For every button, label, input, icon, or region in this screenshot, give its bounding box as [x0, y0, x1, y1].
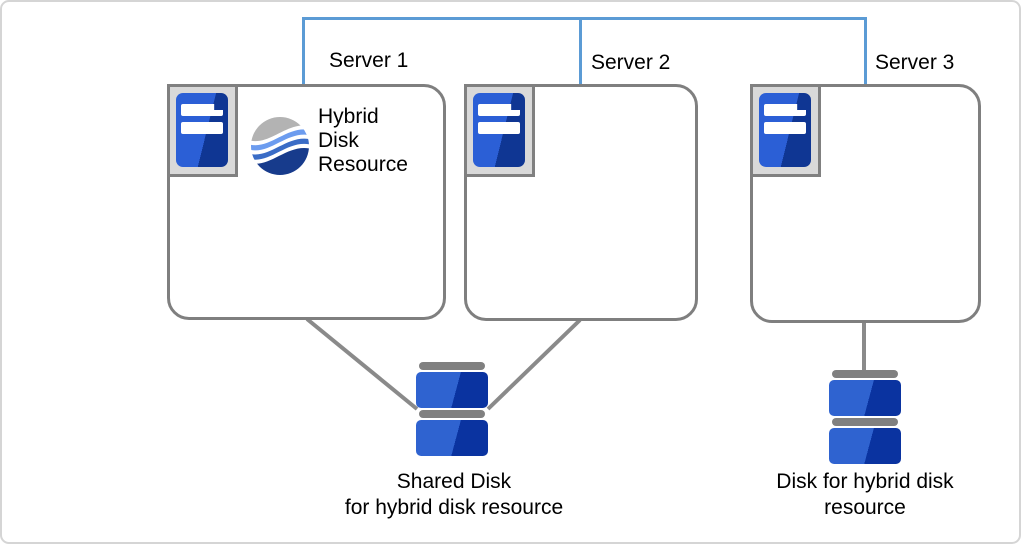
- hybrid-disk-icon: [829, 370, 901, 466]
- server3-tower-icon: [750, 84, 821, 177]
- hybrid-disk-caption-line1: Disk for hybrid disk: [776, 470, 954, 493]
- shared-disk-icon: [416, 362, 488, 458]
- disk-cap: [832, 370, 898, 378]
- server3-label: Server 3: [875, 51, 955, 74]
- tower-slot-icon: [181, 122, 223, 134]
- hybrid-disk-caption: Disk for hybrid disk resource: [776, 469, 953, 521]
- server-tower: [176, 93, 228, 167]
- hybrid-label-line3: Resource: [318, 153, 408, 176]
- disk-platter: [416, 420, 488, 456]
- hybrid-label-line2: Disk: [318, 129, 359, 152]
- server1-shared-disk-link-line: [305, 317, 419, 411]
- server2-shared-disk-link-line: [486, 318, 582, 411]
- tower-slot-icon: [764, 104, 806, 116]
- server-tower: [473, 93, 525, 167]
- disk-cap: [419, 410, 485, 418]
- server1-label: Server 1: [329, 49, 409, 72]
- disk-platter: [416, 372, 488, 408]
- shared-disk-caption: Shared Disk for hybrid disk resource: [345, 469, 563, 521]
- hybrid-disk-caption-line2: resource: [824, 496, 906, 519]
- tower-slot-icon: [478, 104, 520, 116]
- disk-cap: [832, 418, 898, 426]
- server1-tower-icon: [167, 84, 238, 177]
- hybrid-disk-resource-label: Hybrid Disk Resource: [318, 105, 408, 177]
- disk-cap: [419, 362, 485, 370]
- server-interconnect-line: [302, 17, 867, 84]
- hybrid-label-line1: Hybrid: [318, 105, 379, 128]
- server2-tower-icon: [464, 84, 535, 177]
- server2-box: [464, 84, 698, 321]
- tower-slot-icon: [764, 122, 806, 134]
- tower-slot-icon: [181, 104, 223, 116]
- disk-platter: [829, 380, 901, 416]
- disk-platter: [829, 428, 901, 464]
- shared-disk-caption-line2: for hybrid disk resource: [344, 496, 564, 519]
- server-tower: [759, 93, 811, 167]
- server2-label: Server 2: [591, 51, 671, 74]
- tower-slot-icon: [478, 122, 520, 134]
- shared-disk-caption-line1: Shared Disk: [396, 470, 512, 493]
- hybrid-disk-resource-icon: [251, 117, 309, 175]
